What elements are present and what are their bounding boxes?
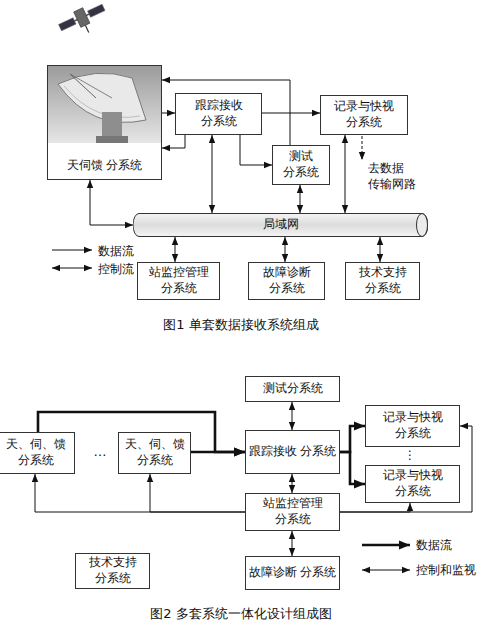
subsystem-box: 技术支持 分系统 (75, 553, 150, 589)
legend-swatch (50, 243, 94, 257)
control-arrow (292, 402, 293, 430)
control-arrow (345, 135, 346, 213)
legend-text: 数据流 (98, 243, 134, 259)
subsystem-box: 站监控管理 分系统 (245, 493, 340, 531)
subsystem-box: 天、伺、馈 分系统 (0, 432, 75, 474)
node-label: 记录与快视 分系统 (366, 468, 459, 499)
control-arrow (340, 426, 472, 512)
control-arrow (240, 135, 272, 165)
subsystem-box: 故障诊断 分系统 (245, 556, 340, 590)
node-label: 技术支持 分系统 (76, 555, 149, 586)
figure-caption: 图1 单套数据接收系统组成 (0, 316, 482, 334)
node-label: 记录与快视 分系统 (366, 410, 459, 441)
node-label: 跟踪接收 分系统 (249, 444, 337, 460)
control-arrow (162, 135, 185, 148)
ellipsis-mark: ⋮ (400, 446, 420, 465)
control-arrow (300, 185, 301, 213)
subsystem-box: 站监控管理 分系统 (137, 262, 220, 300)
control-arrow (90, 180, 133, 225)
figure-caption: 图2 多套系统一体化设计组成图 (0, 605, 482, 623)
data-flow-arrow (191, 451, 245, 454)
network-bus: 局域网 (133, 213, 428, 237)
subsystem-box: 记录与快视 分系统 (365, 405, 460, 447)
control-arrow (162, 80, 290, 145)
subsystem-box: 跟踪接收 分系统 (175, 93, 262, 135)
subsystem-box: 测试 分系统 (272, 145, 330, 185)
control-arrow (285, 237, 286, 262)
node-label: 故障诊断 分系统 (249, 565, 337, 581)
node-label: 天伺馈 分系统 (67, 158, 143, 174)
control-arrow (150, 474, 245, 512)
subsystem-box: 天、伺、馈 分系统 (118, 432, 191, 474)
node-label: 局域网 (263, 217, 299, 233)
node-label: 故障诊断 分系统 (249, 265, 324, 296)
subsystem-box: 测试分系统 (245, 376, 340, 402)
node-label: 测试分系统 (263, 381, 323, 397)
control-arrow (340, 503, 410, 512)
subsystem-box: 跟踪接收 分系统 (245, 430, 340, 474)
data-flow-arrow (340, 452, 365, 484)
node-label: 跟踪接收 分系统 (176, 98, 261, 129)
legend-text: 数据流 (416, 537, 452, 553)
node-label: 站监控管理 分系统 (246, 496, 339, 527)
data-flow-arrow (340, 426, 365, 452)
legend-swatch (50, 261, 94, 275)
control-arrow (292, 531, 293, 556)
legend-swatch (360, 563, 412, 577)
subsystem-box: 技术支持 分系统 (345, 262, 420, 300)
legend-swatch (360, 538, 412, 552)
data-flow-arrow (38, 412, 245, 452)
control-arrow (175, 237, 176, 262)
subsystem-box: 记录与快视 分系统 (365, 465, 460, 503)
subsystem-box: 故障诊断 分系统 (248, 262, 325, 300)
subsystem-box: 记录与快视 分系统 (320, 95, 408, 135)
control-arrow (380, 237, 381, 262)
node-label: 测试 分系统 (273, 149, 329, 180)
annotation-text: 去数据 传输网路 (368, 160, 420, 192)
node-label: 天、伺、馈 分系统 (119, 437, 190, 468)
antenna-dish-photo (47, 65, 162, 143)
satellite-icon (56, 0, 110, 43)
node-label: 记录与快视 分系统 (321, 99, 407, 130)
control-arrow (262, 113, 320, 114)
node-label: 站监控管理 分系统 (138, 265, 219, 296)
control-arrow (292, 474, 293, 493)
data-outlet-arrow (362, 136, 363, 160)
antenna-subsystem-box: 天伺馈 分系统 (47, 65, 162, 180)
node-label: 天、伺、馈 分系统 (0, 437, 74, 468)
legend-text: 控制和监视 (416, 562, 476, 578)
control-arrow (212, 135, 213, 213)
ellipsis-mark: … (82, 443, 118, 461)
control-arrow (35, 474, 245, 512)
legend-text: 控制流 (98, 261, 134, 277)
node-label: 技术支持 分系统 (346, 265, 419, 296)
control-arrow (162, 113, 175, 114)
